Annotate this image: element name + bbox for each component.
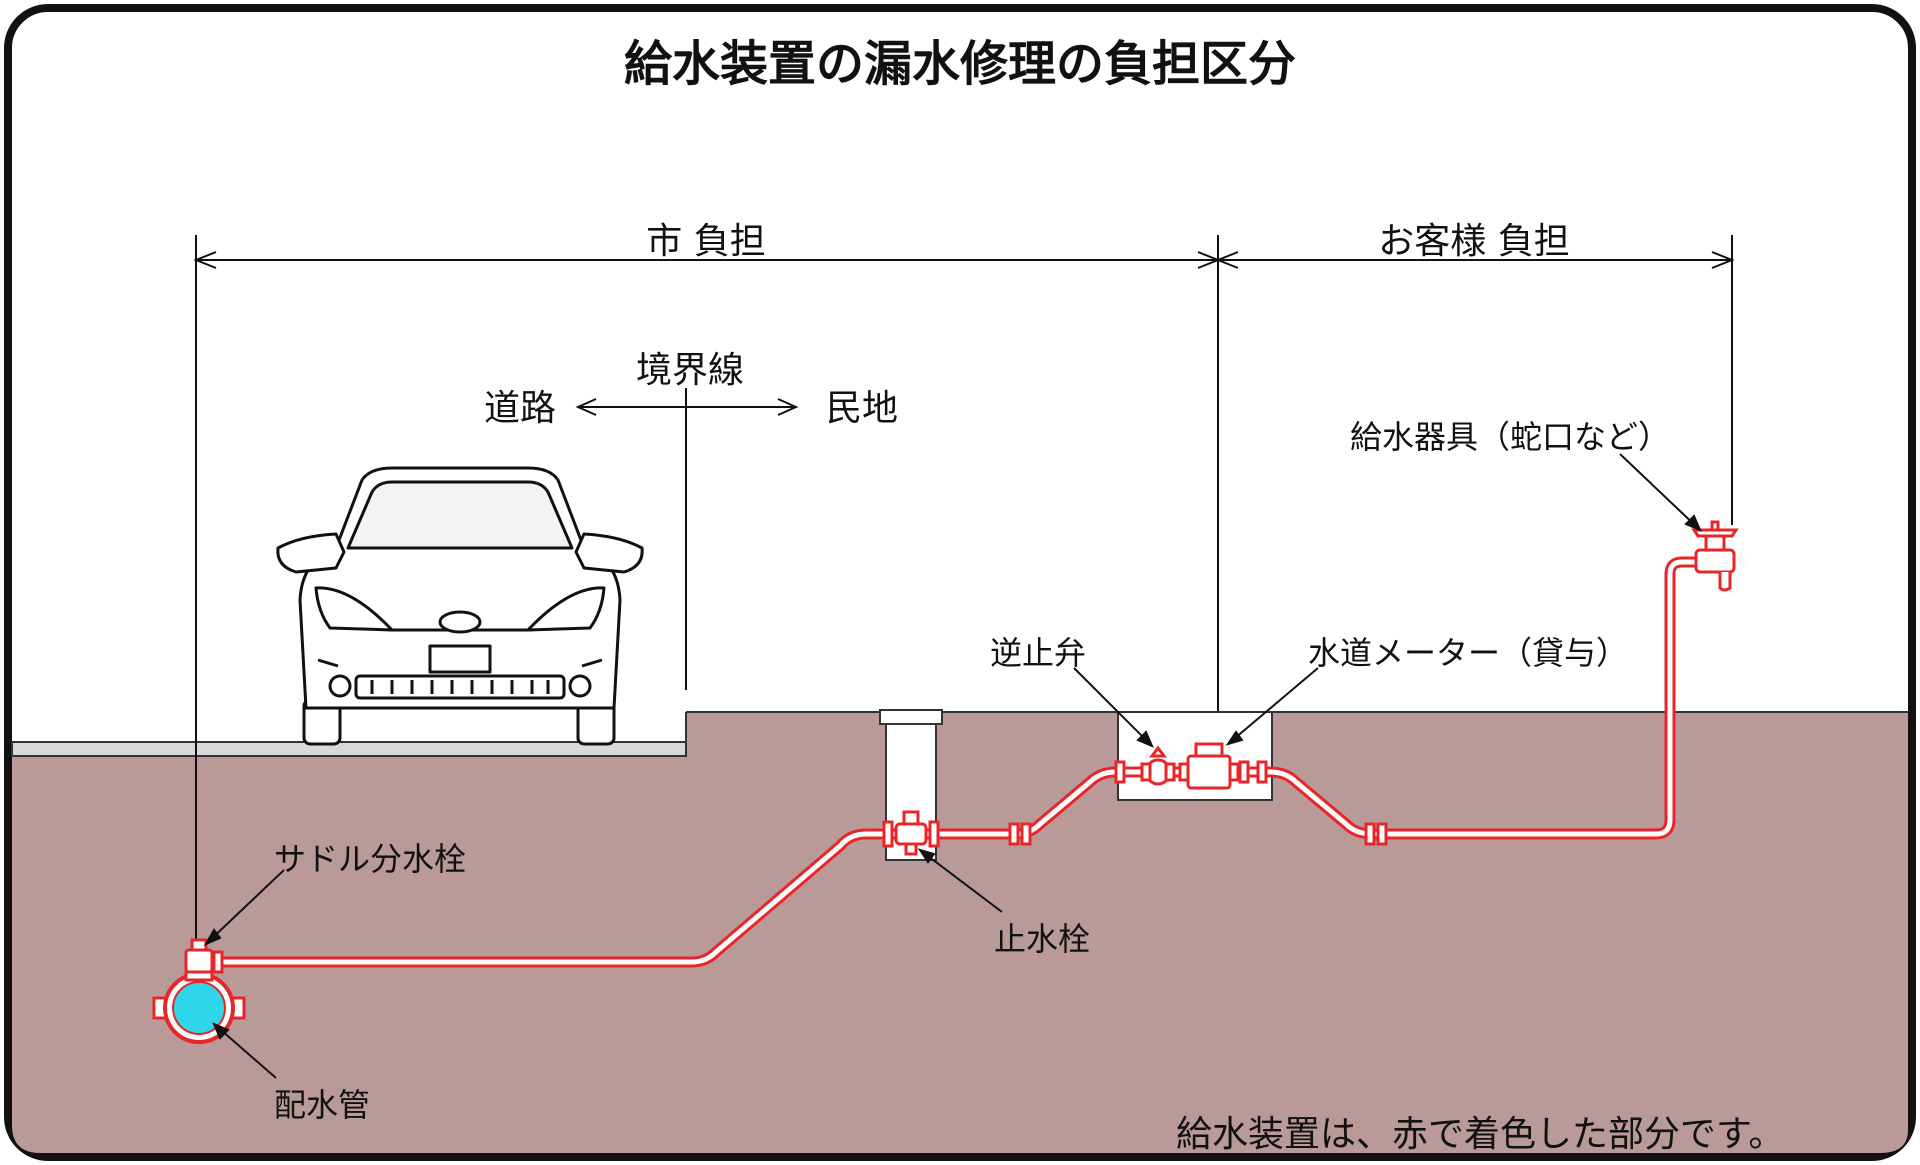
distribution-pipe-label: 配水管 xyxy=(274,1086,370,1124)
ground xyxy=(12,712,1908,1153)
road-label: 道路 xyxy=(484,388,556,429)
boundary-label: 境界線 xyxy=(636,350,744,391)
stop-valve-label: 止水栓 xyxy=(994,920,1090,958)
city-share-label: 市 負担 xyxy=(646,221,765,262)
saddle-valve xyxy=(184,938,214,974)
faucet xyxy=(1691,520,1739,592)
car-illustration xyxy=(276,466,644,746)
check-valve xyxy=(1140,745,1176,786)
responsibility-markers xyxy=(193,235,1735,955)
page-title: 給水装置の漏水修理の負担区分 xyxy=(624,36,1296,92)
water-meter-label: 水道メーター（貸与） xyxy=(1308,634,1628,672)
check-valve-label: 逆止弁 xyxy=(990,634,1086,672)
stop-valve xyxy=(882,810,940,856)
fixture-label: 給水器具（蛇口など） xyxy=(1350,418,1670,456)
saddle-valve-label: サドル分水栓 xyxy=(274,840,466,878)
customer-share-label: お客様 負担 xyxy=(1378,221,1569,262)
footnote: 給水装置は、赤で着色した部分です。 xyxy=(1176,1114,1784,1155)
water-meter xyxy=(1178,742,1240,790)
boundary-line xyxy=(575,388,799,690)
private-land-label: 民地 xyxy=(826,388,898,429)
leader-arrows xyxy=(203,453,1702,1079)
